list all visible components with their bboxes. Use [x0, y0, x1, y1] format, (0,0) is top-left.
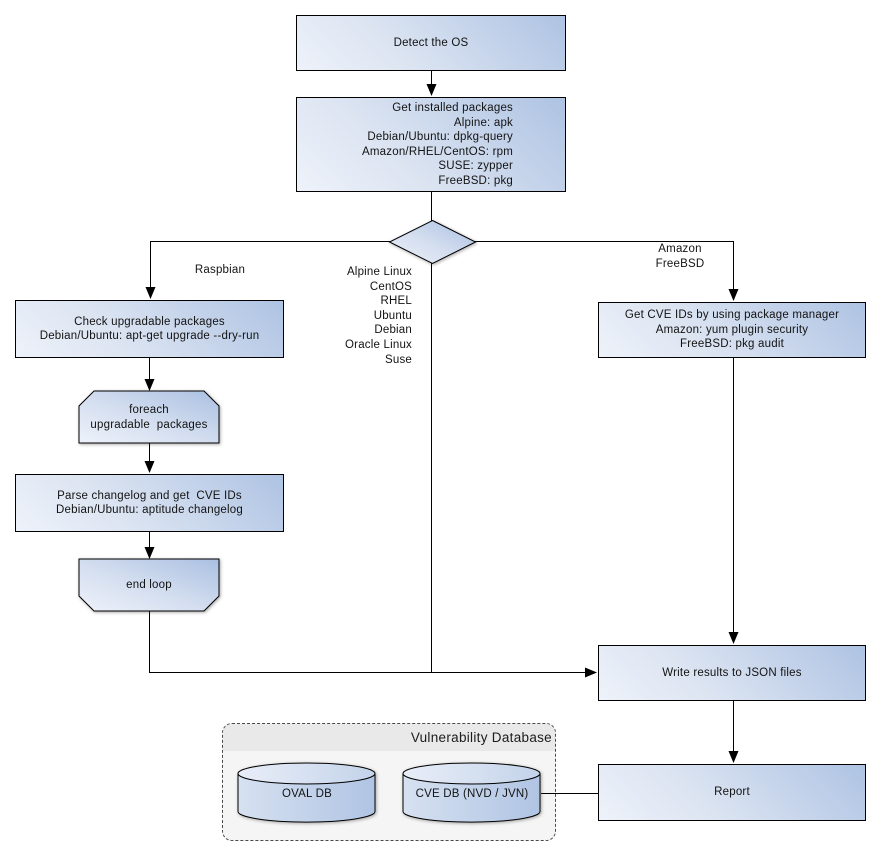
edge-label-raspbian: Raspbian — [194, 264, 246, 276]
oval-db-label: OVAL DB — [282, 787, 332, 800]
node-check-upgradable-packages: Check upgradable packages Debian/Ubuntu:… — [15, 300, 284, 358]
node-report: Report — [598, 764, 866, 821]
end-loop-label: end loop — [126, 579, 172, 592]
cve-db-label: CVE DB (NVD / JVN) — [415, 787, 529, 800]
edge-label-amazon-freebsd: Amazon FreeBSD — [655, 243, 705, 270]
node-get-cve-ids: Get CVE IDs by using package manager Ama… — [598, 302, 866, 358]
node-detect-os: Detect the OS — [296, 15, 566, 71]
edge-endloop-to-write — [149, 611, 597, 678]
edge-diamond-to-getcve — [474, 241, 739, 301]
decision-diamond — [388, 219, 477, 265]
node-get-installed-packages: Get installed packages Alpine: apk Debia… — [296, 97, 566, 192]
foreach-loop-label: foreach upgradable packages — [90, 404, 208, 431]
node-write-results: Write results to JSON files — [598, 645, 866, 701]
node-parse-changelog: Parse changelog and get CVE IDs Debian/U… — [15, 474, 284, 532]
oval-db-cylinder — [237, 762, 376, 823]
edge-diamond-to-check — [145, 241, 390, 299]
edge-label-os-list: Alpine Linux CentOS RHEL Ubuntu Debian O… — [345, 266, 412, 366]
vulnerability-database-title: Vulnerability Database — [223, 724, 555, 751]
end-loop-shape — [78, 558, 220, 612]
cve-db-cylinder — [402, 762, 541, 823]
foreach-loop-shape — [78, 390, 220, 444]
